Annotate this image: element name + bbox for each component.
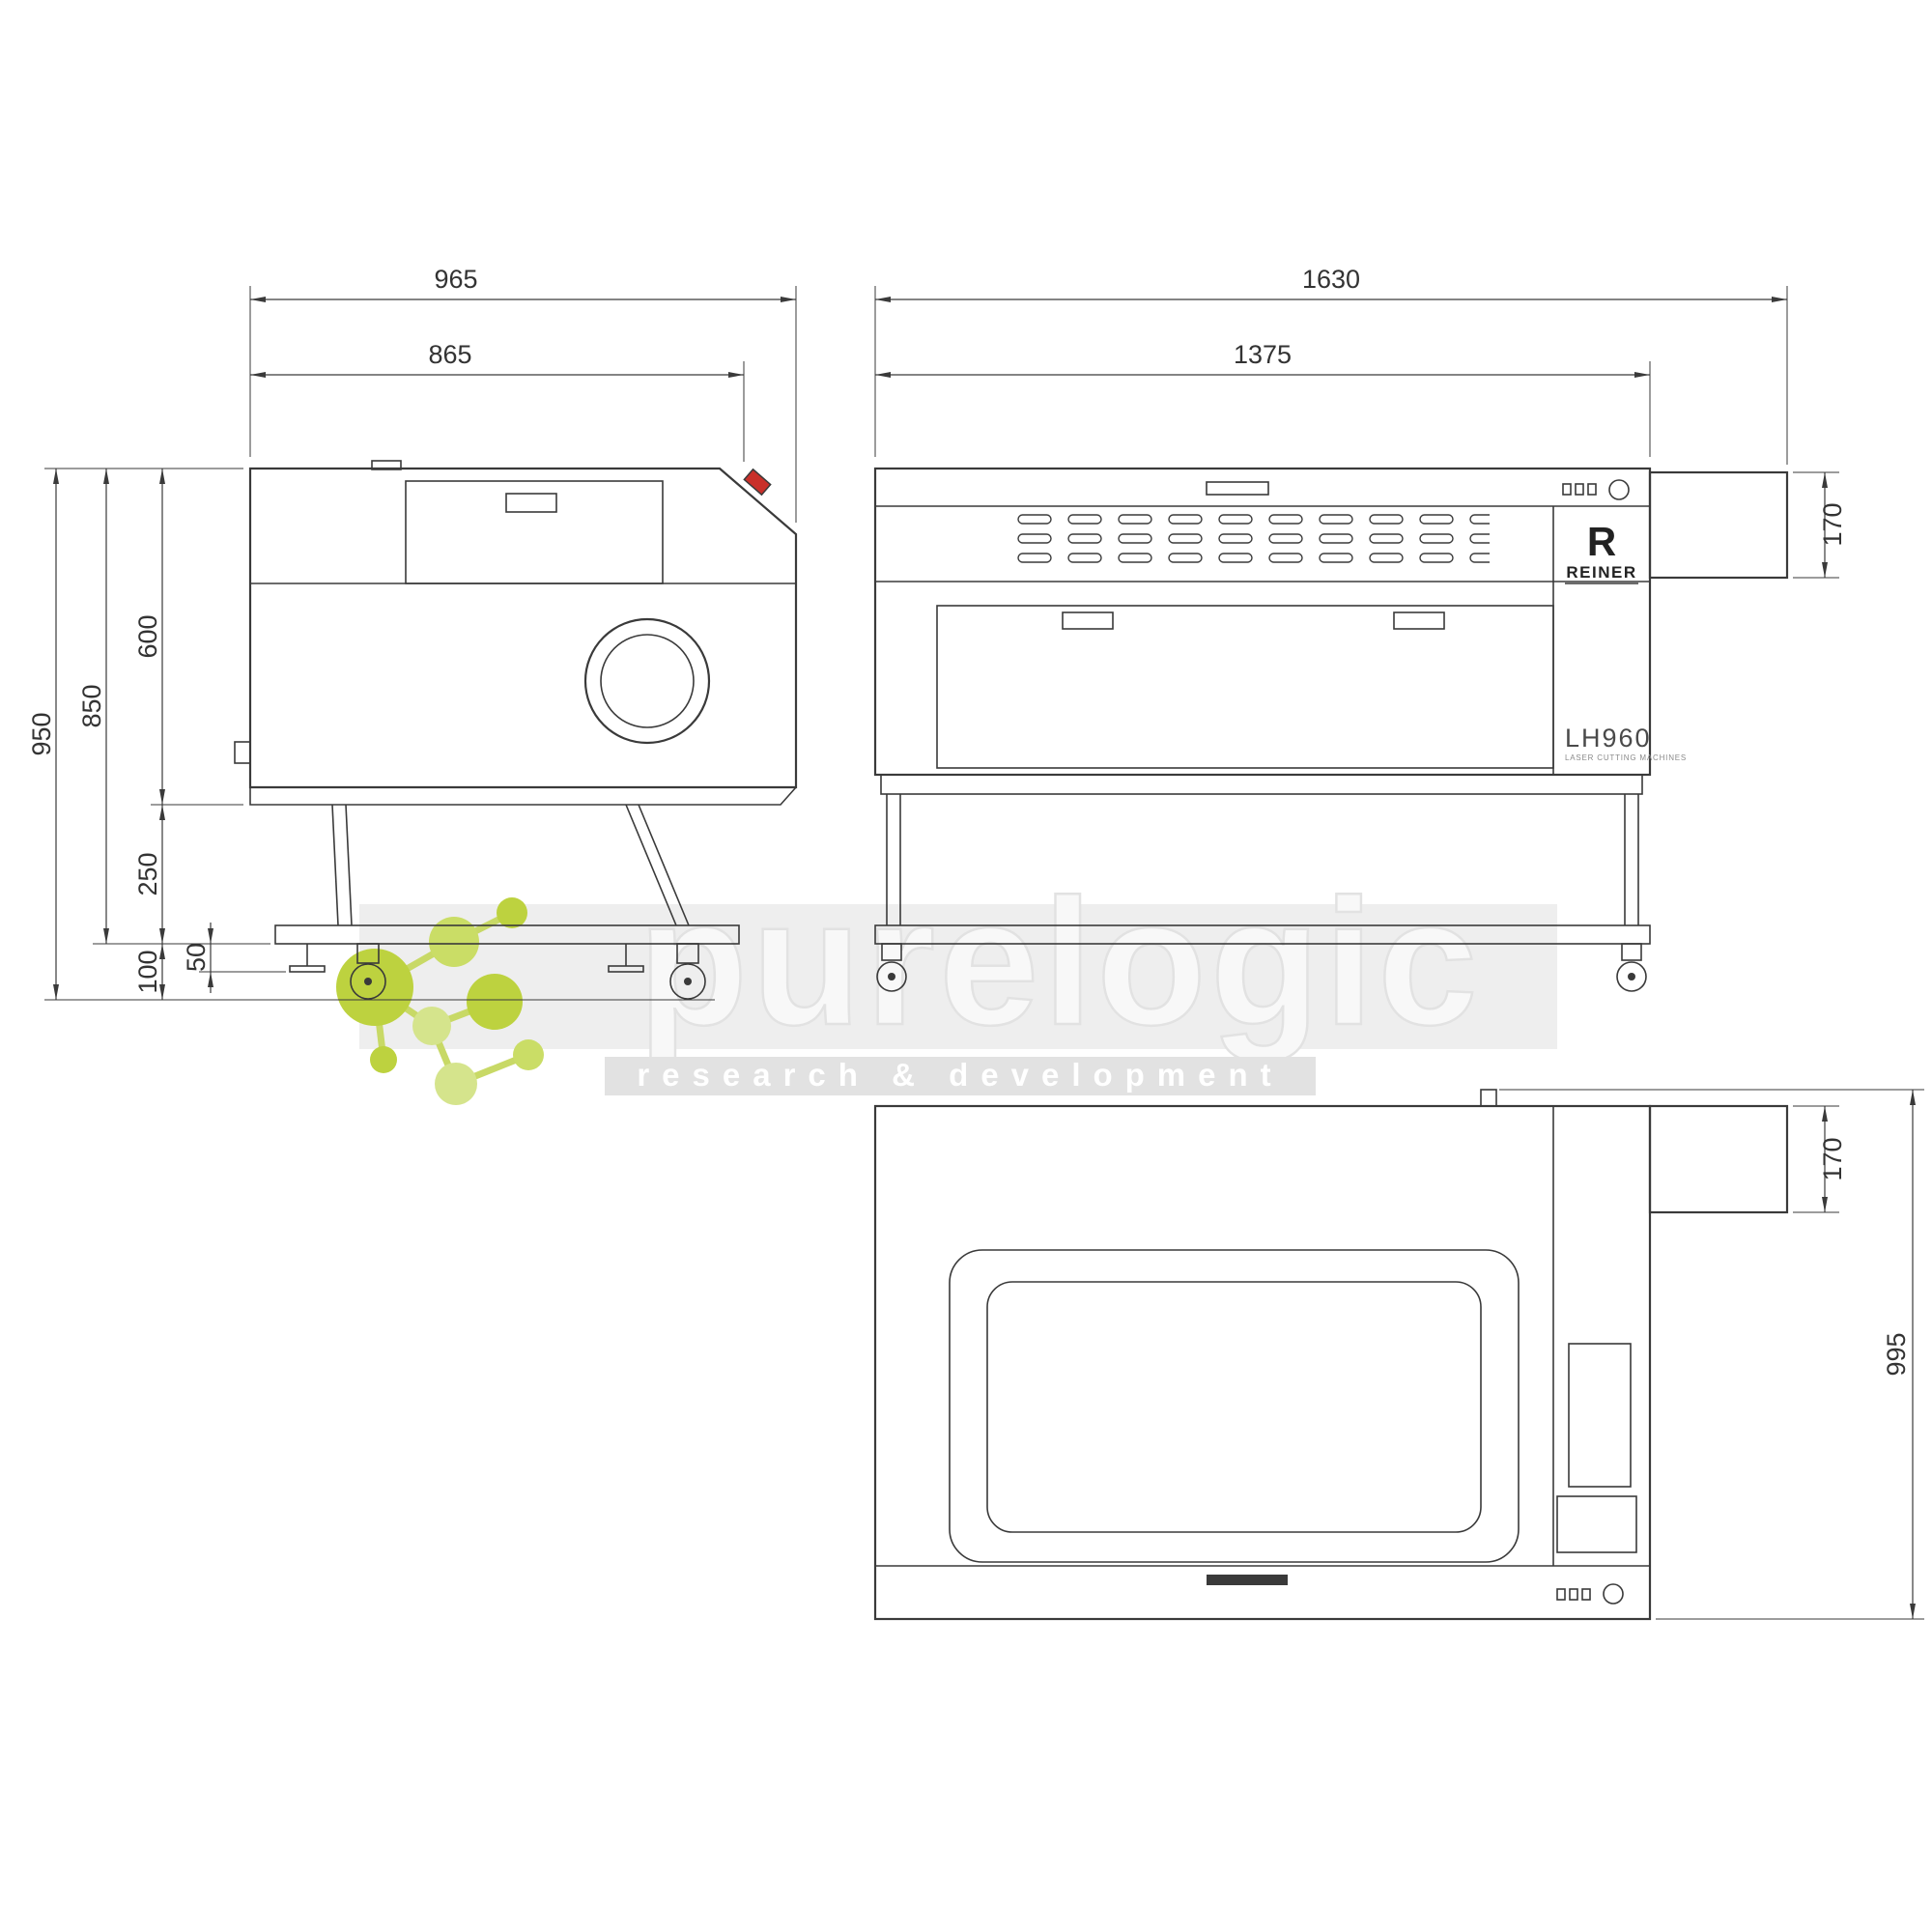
- dim-side-upper-height: 850: [77, 684, 106, 727]
- dim-front-overall-width: 1630: [1302, 265, 1360, 294]
- dim-side-body-depth: 865: [428, 340, 471, 369]
- front-viewing-window: [936, 605, 1554, 769]
- logo-node: [497, 897, 527, 928]
- indicator-light: [1581, 1588, 1591, 1601]
- brand-initial: R: [1587, 519, 1616, 564]
- brand-logo: R REINER: [1565, 519, 1638, 584]
- top-rear-tab: [1480, 1089, 1497, 1107]
- side-stand-frame: [274, 924, 740, 945]
- dimensions-front-view: 1630 1375 170: [874, 265, 1847, 579]
- logo-node: [435, 1063, 477, 1105]
- indicator-light: [1569, 1588, 1578, 1601]
- dim-side-foot-height: 50: [182, 943, 211, 972]
- front-caster-wheel: [1616, 943, 1647, 992]
- side-stand-leg: [345, 804, 353, 926]
- dim-side-overall-height: 950: [27, 712, 56, 755]
- top-view: [873, 1089, 1789, 1621]
- top-lid-outer: [949, 1249, 1520, 1563]
- side-lid: [405, 480, 664, 584]
- dimensions-side-view: 965 865 950 850 600 250 100 50: [27, 265, 797, 1001]
- side-lid-handle: [505, 493, 557, 513]
- top-control-cluster: [1556, 1583, 1624, 1605]
- front-control-cluster: [1562, 479, 1630, 500]
- top-side-panel: [1568, 1343, 1632, 1488]
- front-exhaust-box: [1648, 470, 1789, 580]
- side-left-tab: [234, 741, 251, 764]
- front-stand-frame: [874, 924, 1651, 945]
- dim-front-body-width: 1375: [1234, 340, 1292, 369]
- dim-side-clearance: 100: [133, 950, 162, 993]
- power-button: [1603, 1583, 1624, 1605]
- side-body-outline: [248, 467, 798, 789]
- dimensions-top-view: 170 995: [1499, 1089, 1924, 1620]
- side-leveling-foot: [289, 944, 326, 973]
- logo-node: [336, 949, 413, 1026]
- model-name: LH960: [1565, 724, 1652, 753]
- watermark-band: [359, 904, 1557, 1049]
- brand-name: REINER: [1566, 563, 1636, 582]
- side-stand-leg: [638, 804, 690, 926]
- side-window-outer: [583, 617, 711, 745]
- front-bottom-band: [880, 774, 1643, 795]
- logo-node: [467, 974, 523, 1030]
- watermark-tagline-band: [605, 1057, 1316, 1095]
- watermark: purelogic research & development: [336, 862, 1557, 1105]
- dim-side-overall-depth: 965: [434, 265, 477, 294]
- watermark-wordmark: purelogic: [638, 863, 1481, 1063]
- logo-node: [412, 1007, 451, 1045]
- dim-front-exhaust-height: 170: [1818, 502, 1847, 546]
- side-window-inner: [600, 634, 695, 728]
- logo-node: [370, 1046, 397, 1073]
- front-top-handle: [1206, 481, 1269, 496]
- indicator-light: [1556, 1588, 1566, 1601]
- front-caster-wheel: [876, 943, 907, 992]
- top-front-handle: [1207, 1575, 1288, 1585]
- top-exhaust-box: [1648, 1104, 1789, 1214]
- power-button: [1608, 479, 1630, 500]
- indicator-light: [1587, 483, 1597, 496]
- side-stand-leg: [331, 804, 339, 926]
- purelogic-logo-nodes: [336, 897, 544, 1105]
- top-side-box: [1556, 1495, 1637, 1553]
- logo-node: [513, 1039, 544, 1070]
- window-handle: [1393, 611, 1445, 630]
- dim-side-stand-height: 250: [133, 852, 162, 895]
- dim-top-overall-depth: 995: [1882, 1332, 1911, 1376]
- window-handle: [1062, 611, 1114, 630]
- side-caster-wheel: [350, 943, 386, 1000]
- vent-slots: [1014, 510, 1490, 566]
- side-caster-wheel: [669, 943, 706, 1000]
- side-bottom-band: [249, 786, 797, 806]
- model-subtitle: LASER CUTTING MACHINES: [1565, 753, 1687, 762]
- side-leveling-foot: [608, 944, 644, 973]
- logo-node: [429, 917, 479, 967]
- side-stand-leg: [625, 804, 677, 926]
- indicator-light: [1575, 483, 1584, 496]
- side-view: [234, 460, 798, 1000]
- top-lid-window: [986, 1281, 1482, 1533]
- top-body-outline: [873, 1104, 1652, 1621]
- model-label: LH960 LASER CUTTING MACHINES: [1565, 724, 1687, 762]
- watermark-tagline: research & development: [637, 1057, 1283, 1093]
- dim-top-exhaust-depth: 170: [1818, 1137, 1847, 1180]
- front-view: R REINER LH960 LASER CUTTING MACHINES: [873, 467, 1789, 992]
- estop-button: [743, 468, 772, 497]
- dim-side-body-height: 600: [133, 614, 162, 658]
- side-top-tab: [371, 460, 402, 470]
- indicator-light: [1562, 483, 1572, 496]
